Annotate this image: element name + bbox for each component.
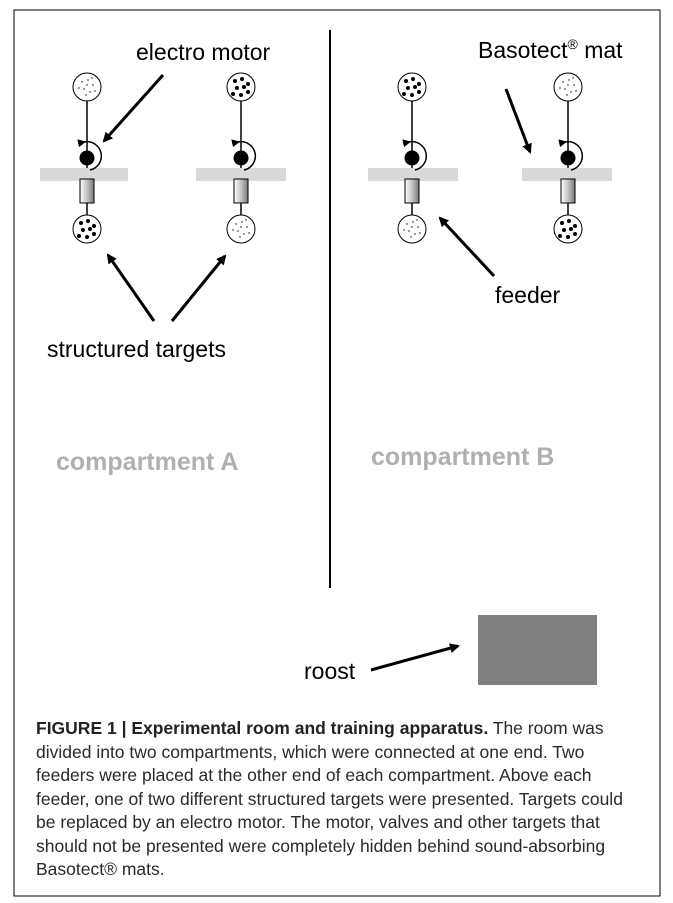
figure-caption: FIGURE 1 | Experimental room and trainin… (36, 717, 646, 882)
rotation-arrow (231, 139, 256, 171)
arrow-structured-targets-right (170, 254, 227, 322)
rotation-arrow (558, 139, 583, 171)
caption-body: The room was divided into two compartmen… (36, 718, 623, 879)
apparatus-unit-a2 (196, 72, 286, 244)
electro-motor-body (560, 150, 576, 166)
arrow-structured-targets-left (106, 253, 156, 322)
rotation-arrow (77, 139, 102, 171)
apparatus-unit-b2 (522, 72, 612, 244)
label-feeder: feeder (495, 282, 561, 308)
label-roost: roost (304, 658, 356, 684)
feeder (233, 178, 249, 204)
arrow-feeder (438, 216, 496, 278)
label-compartment-b: compartment B (371, 443, 554, 471)
basotect-mat (196, 168, 286, 181)
electro-motor-body (79, 150, 95, 166)
label-structured-targets: structured targets (47, 336, 226, 362)
electro-motor-body (404, 150, 420, 166)
arrow-basotect-mat (504, 88, 532, 154)
rotation-arrow (402, 139, 427, 171)
target-fine (72, 72, 102, 102)
arrow-roost (370, 643, 460, 672)
feeder (560, 178, 576, 204)
label-electro-motor: electro motor (136, 39, 271, 65)
caption-heading: FIGURE 1 | Experimental room and trainin… (36, 718, 489, 738)
label-basotect-mat: Basotect® mat (478, 36, 623, 63)
target-fine (226, 214, 256, 244)
target-fine (397, 214, 427, 244)
feeder (79, 178, 95, 204)
apparatus-unit-a1 (40, 72, 128, 244)
basotect-mat (368, 168, 458, 181)
feeder (404, 178, 420, 204)
basotect-mat (40, 168, 128, 181)
apparatus-unit-b1 (368, 72, 458, 244)
target-fine (553, 72, 583, 102)
basotect-mat (522, 168, 612, 181)
figure-frame (13, 9, 661, 897)
roost-block (478, 615, 597, 685)
electro-motor-body (233, 150, 249, 166)
arrow-electro-motor (102, 74, 165, 143)
label-compartment-a: compartment A (56, 448, 238, 476)
